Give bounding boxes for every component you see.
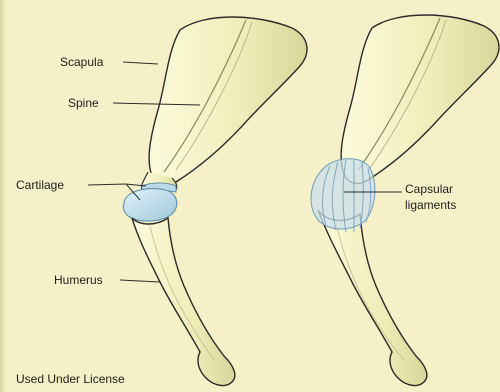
label-capsular-line2: ligaments <box>405 198 456 212</box>
left-scapula <box>141 17 307 190</box>
label-spine: Spine <box>68 96 99 110</box>
label-capsular-line1: Capsular <box>405 182 453 196</box>
label-humerus: Humerus <box>54 273 103 287</box>
cartilage-leader-main <box>88 184 126 185</box>
left-humerus <box>132 218 235 385</box>
humerus-leader <box>120 280 160 282</box>
label-scapula: Scapula <box>60 55 103 69</box>
cartilage-humeral-head <box>123 189 177 222</box>
scapula-leader <box>123 62 158 64</box>
capsular-ligaments <box>311 159 375 232</box>
label-cartilage: Cartilage <box>16 178 64 192</box>
license-note: Used Under License <box>16 372 125 386</box>
right-scapula <box>341 15 499 183</box>
right-humerus <box>318 210 427 385</box>
